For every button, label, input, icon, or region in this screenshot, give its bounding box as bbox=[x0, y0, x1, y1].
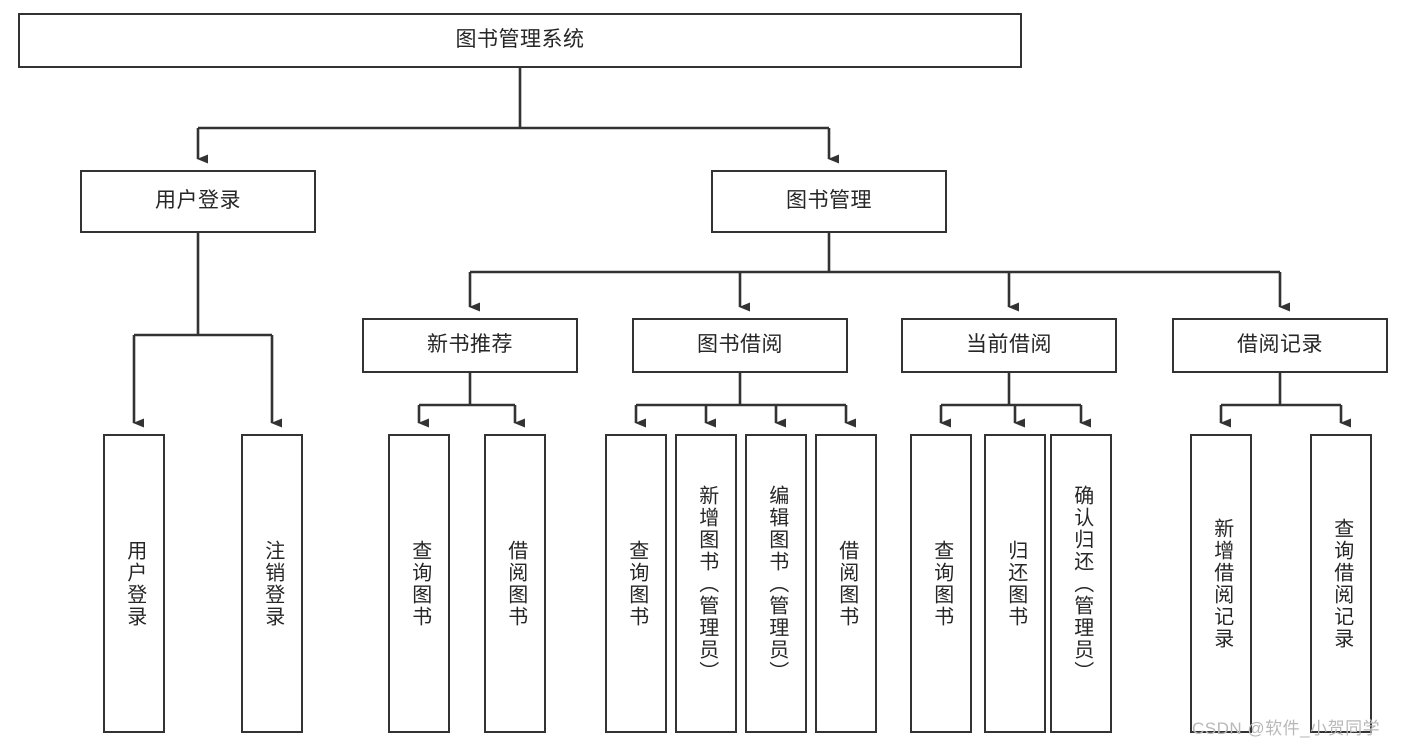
node-label: 当前借阅 bbox=[966, 333, 1052, 357]
node-label: 查询图书 bbox=[408, 539, 431, 628]
leaf-borrow-book-recommend[interactable]: 借阅图书 bbox=[484, 434, 546, 733]
leaf-query-book-recommend[interactable]: 查询图书 bbox=[388, 434, 450, 733]
node-label: 查询图书 bbox=[625, 539, 648, 628]
node-book-management[interactable]: 图书管理 bbox=[711, 170, 947, 233]
node-label: 图书管理系统 bbox=[455, 28, 585, 52]
node-label: 确认归还（管理员） bbox=[1070, 484, 1093, 683]
node-book-borrow[interactable]: 图书借阅 bbox=[632, 318, 848, 373]
node-label: 查询借阅记录 bbox=[1330, 517, 1353, 650]
leaf-borrow-book-borrow[interactable]: 借阅图书 bbox=[815, 434, 877, 733]
leaf-add-book-admin[interactable]: 新增图书（管理员） bbox=[675, 434, 737, 733]
leaf-query-borrow-record[interactable]: 查询借阅记录 bbox=[1310, 434, 1372, 733]
node-label: 查询图书 bbox=[930, 539, 953, 628]
leaf-edit-book-admin[interactable]: 编辑图书（管理员） bbox=[745, 434, 807, 733]
leaf-logout-login[interactable]: 注销登录 bbox=[241, 434, 303, 733]
node-label: 注销登录 bbox=[261, 539, 284, 628]
node-current-borrow[interactable]: 当前借阅 bbox=[901, 318, 1117, 373]
node-label: 新书推荐 bbox=[427, 333, 513, 357]
node-label: 借阅图书 bbox=[504, 539, 527, 628]
node-user-login[interactable]: 用户登录 bbox=[80, 170, 316, 233]
node-new-book-recommend[interactable]: 新书推荐 bbox=[362, 318, 578, 373]
leaf-return-book[interactable]: 归还图书 bbox=[984, 434, 1046, 733]
leaf-add-borrow-record[interactable]: 新增借阅记录 bbox=[1190, 434, 1252, 733]
node-label: 编辑图书（管理员） bbox=[765, 484, 788, 683]
node-label: 图书管理 bbox=[786, 189, 872, 213]
node-root-book-management-system[interactable]: 图书管理系统 bbox=[18, 13, 1022, 68]
node-label: 借阅图书 bbox=[835, 539, 858, 628]
node-label: 归还图书 bbox=[1004, 539, 1027, 628]
edges-group bbox=[132, 68, 1351, 428]
node-borrow-record[interactable]: 借阅记录 bbox=[1172, 318, 1388, 373]
leaf-query-book-borrow[interactable]: 查询图书 bbox=[605, 434, 667, 733]
leaf-user-login[interactable]: 用户登录 bbox=[103, 434, 165, 733]
leaf-confirm-return-admin[interactable]: 确认归还（管理员） bbox=[1050, 434, 1112, 733]
leaf-query-book-current[interactable]: 查询图书 bbox=[910, 434, 972, 733]
node-label: 新增借阅记录 bbox=[1210, 517, 1233, 650]
node-label: 用户登录 bbox=[123, 539, 146, 628]
node-label: 新增图书（管理员） bbox=[695, 484, 718, 683]
node-label: 用户登录 bbox=[155, 189, 241, 213]
node-label: 图书借阅 bbox=[697, 333, 783, 357]
node-label: 借阅记录 bbox=[1237, 333, 1323, 357]
